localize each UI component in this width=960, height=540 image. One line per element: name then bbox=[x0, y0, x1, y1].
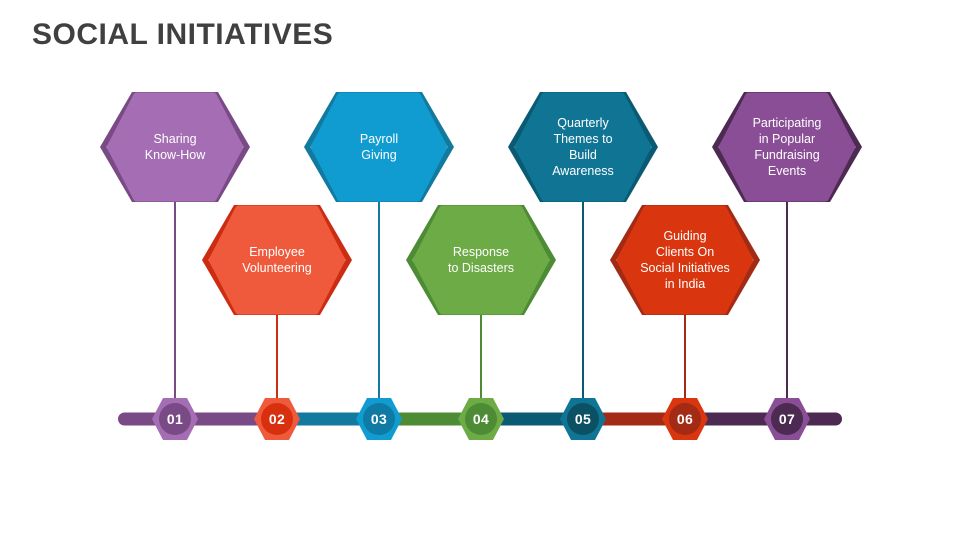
node-hexagon[interactable] bbox=[209, 205, 345, 315]
node-hexagon[interactable] bbox=[413, 205, 549, 315]
node-hexagon[interactable] bbox=[515, 92, 651, 202]
timeline-bar-layer bbox=[118, 412, 842, 426]
number-marker-circle bbox=[669, 403, 701, 435]
number-marker-circle bbox=[567, 403, 599, 435]
number-marker-circle bbox=[771, 403, 803, 435]
number-markers-layer bbox=[152, 398, 810, 440]
node-hexagons-layer bbox=[100, 92, 862, 315]
node-hexagon[interactable] bbox=[107, 92, 243, 202]
connectors-layer bbox=[174, 202, 788, 399]
node-hexagon[interactable] bbox=[311, 92, 447, 202]
timeline-segment bbox=[583, 412, 685, 426]
node-hexagon[interactable] bbox=[617, 205, 753, 315]
timeline-segment bbox=[685, 412, 842, 426]
timeline-segment bbox=[175, 412, 277, 426]
number-marker-circle bbox=[465, 403, 497, 435]
timeline-segment bbox=[277, 412, 379, 426]
number-marker-circle bbox=[261, 403, 293, 435]
number-marker-circle bbox=[363, 403, 395, 435]
timeline-segment bbox=[481, 412, 583, 426]
page-title: SOCIAL INITIATIVES bbox=[32, 18, 334, 51]
timeline-segment bbox=[379, 412, 481, 426]
number-marker-circle bbox=[159, 403, 191, 435]
node-hexagon[interactable] bbox=[719, 92, 855, 202]
